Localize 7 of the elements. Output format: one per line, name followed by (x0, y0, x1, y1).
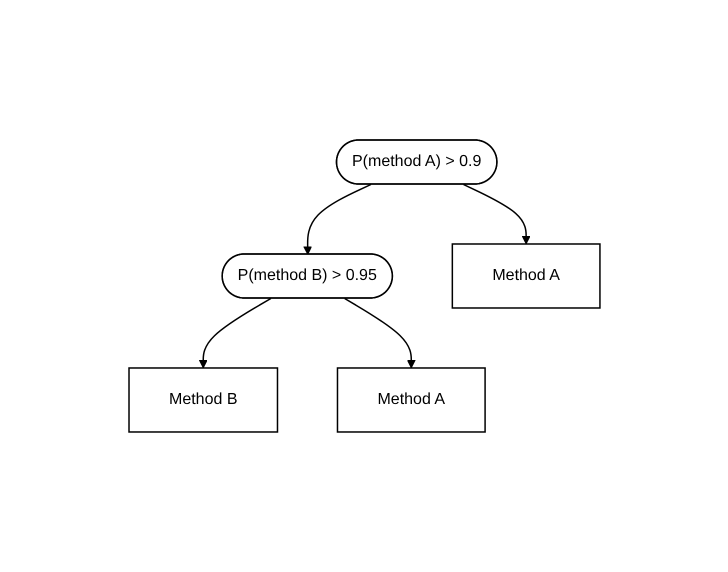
node-box: Method B (128, 367, 278, 433)
arrow (198, 298, 271, 368)
arrow (302, 184, 371, 255)
arrow (344, 298, 416, 368)
arrow (462, 184, 530, 244)
node-box: Method A (451, 243, 600, 309)
node-box: Method A (336, 367, 486, 433)
